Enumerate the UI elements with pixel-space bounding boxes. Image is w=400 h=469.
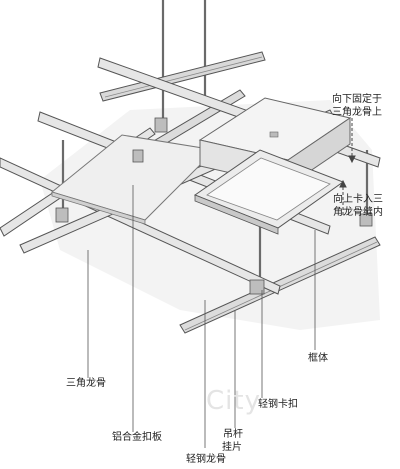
label-light-keel-clip: 轻钢卡扣 [258, 399, 298, 410]
label-hanger-rod: 吊杆 [223, 429, 243, 440]
aluminum-panel [50, 134, 217, 225]
hanger-rods [61, 0, 369, 288]
label-clip-piece: 挂片 [222, 442, 242, 453]
light-steel-keel-lower [179, 236, 381, 334]
label-light-steel-keel: 轻钢龙骨 [186, 454, 226, 465]
leader-lines [87, 185, 316, 448]
clip-up-arrow [339, 179, 347, 215]
light-steel-keel-top [99, 51, 266, 102]
label-clip-up-line2: 角龙骨缝内 [333, 207, 383, 218]
keel-clips [55, 117, 373, 295]
label-clip-up-line1: 向上卡入三 [333, 194, 383, 205]
fix-down-arrow [348, 118, 356, 164]
label-aluminum-panel: 铝合金扣板 [112, 432, 162, 443]
label-triangle-keel: 三角龙骨 [66, 378, 106, 389]
label-fix-down-line1: 向下固定于 [332, 94, 382, 105]
label-frame: 框体 [308, 353, 328, 364]
label-fix-down-line2: 三角龙骨上 [332, 107, 382, 118]
watermark: City [206, 386, 261, 416]
